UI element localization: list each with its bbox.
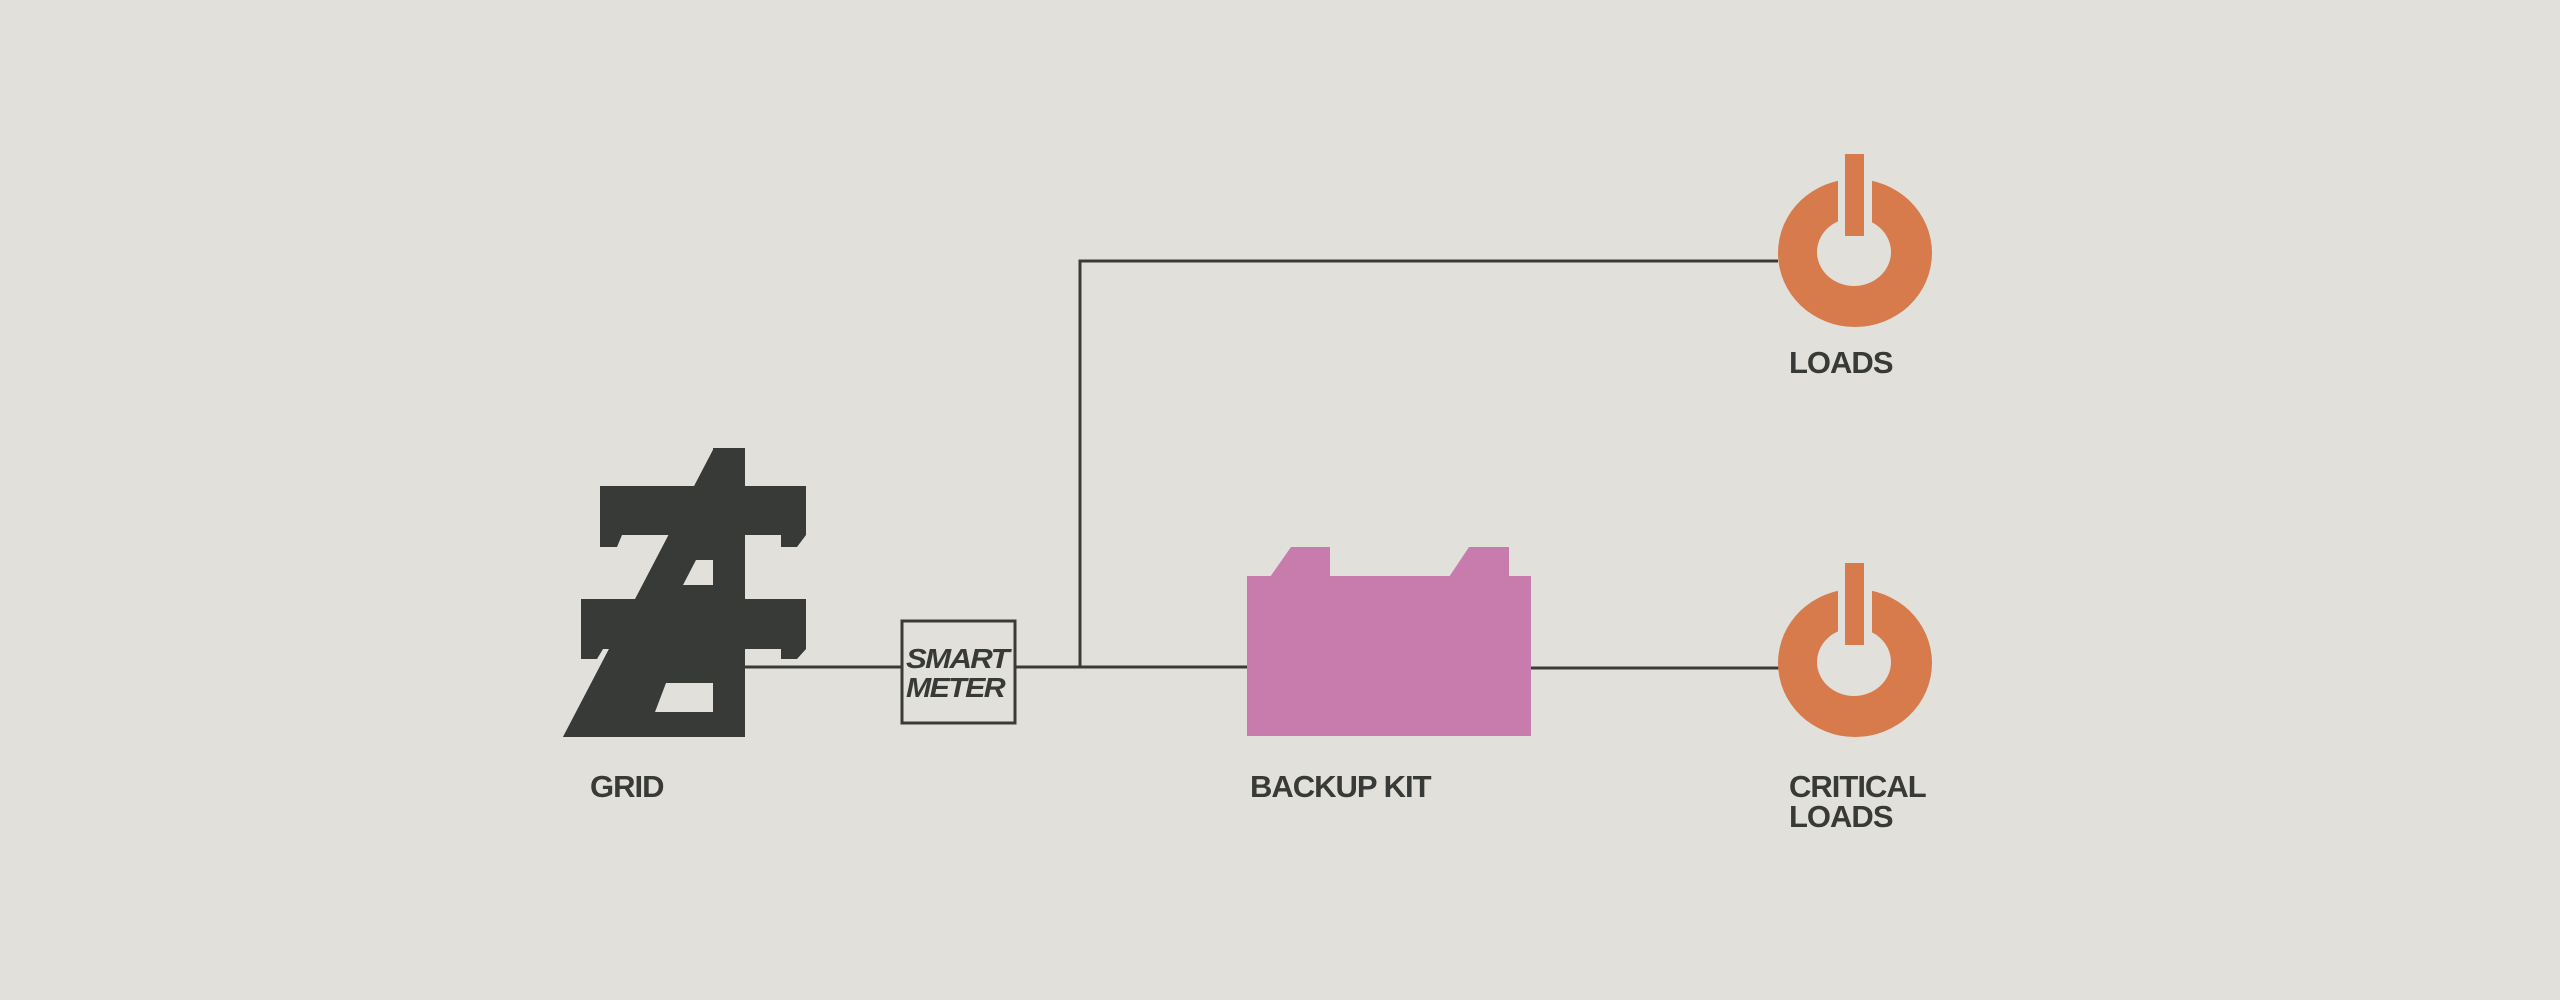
wire-meter-to-loads <box>1078 259 1778 667</box>
critical-loads-label-line1: CRITICAL <box>1789 769 1926 804</box>
battery-icon <box>1247 547 1531 736</box>
critical-loads-label-line2: LOADS <box>1789 799 1893 834</box>
loads-label: LOADS <box>1789 345 1893 380</box>
power-pylon-icon <box>563 448 806 737</box>
smart-meter-label-line2: METER <box>906 672 1006 703</box>
power-icon <box>1778 560 1932 737</box>
power-icon <box>1778 150 1932 327</box>
backup-kit-label: BACKUP KIT <box>1250 769 1432 804</box>
smart-meter-label-line1: SMART <box>906 643 1013 674</box>
smart-meter-box: SMART METER <box>900 619 1017 725</box>
grid-label: GRID <box>590 769 664 804</box>
